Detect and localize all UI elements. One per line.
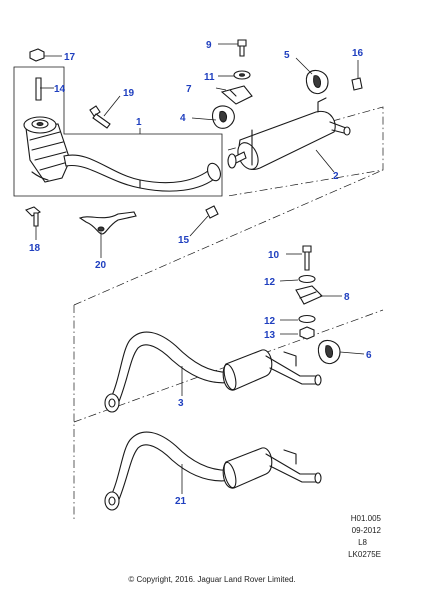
reference-model: L8 [358,538,367,547]
callout-11: 11 [204,72,215,83]
bracket-7 [220,85,253,105]
intermediate-pipe-21 [104,431,322,511]
callout-18: 18 [29,243,41,254]
callout-17: 17 [64,52,76,63]
insulator-4 [211,105,235,129]
callout-4: 4 [180,113,186,124]
callout-13: 13 [264,330,276,341]
front-pipe-catalyst [23,116,221,192]
callout-1: 1 [136,117,142,128]
callout-12-upper: 12 [264,277,276,288]
nut-17 [29,48,45,62]
bracket-20 [78,211,137,235]
leader-lines [35,43,365,494]
callout-14: 14 [54,84,66,95]
callout-3: 3 [178,398,184,409]
bolt-18 [25,206,41,227]
clip-16 [351,77,363,91]
bolt-19 [89,105,111,129]
drawing-reference: H01.005 09-2012 L8 LK0275E [348,514,381,559]
washer-11 [233,70,251,80]
bolt-9 [237,39,247,57]
insulator-5 [305,69,329,95]
callout-20: 20 [95,260,107,271]
insulator-6 [317,339,341,365]
rear-silencer [227,97,351,170]
catalyst-group-frame [13,66,223,197]
stud-14 [35,77,42,101]
callout-5: 5 [284,50,290,61]
callout-12-lower: 12 [264,316,276,327]
assembly-guide-lines [73,106,384,520]
reference-date: 09-2012 [352,526,382,535]
washer-12-lower [298,314,316,324]
callout-15: 15 [178,235,190,246]
callout-6: 6 [366,350,372,361]
nut-13 [299,326,315,340]
bracket-8 [295,285,323,305]
callout-16: 16 [352,48,364,59]
callout-8: 8 [344,292,350,303]
washer-12-upper [298,274,316,284]
reference-code: H01.005 [351,514,382,523]
callout-7: 7 [186,84,192,95]
callout-2: 2 [333,171,339,182]
callout-19: 19 [123,88,135,99]
callout-21: 21 [175,496,187,507]
copyright-notice: © Copyright, 2016. Jaguar Land Rover Lim… [128,575,295,584]
mount-15 [205,205,219,219]
callout-9: 9 [206,40,212,51]
intermediate-pipe-3 [104,331,322,413]
callout-10: 10 [268,250,280,261]
reference-drawing: LK0275E [348,550,381,559]
bolt-10 [302,245,312,271]
